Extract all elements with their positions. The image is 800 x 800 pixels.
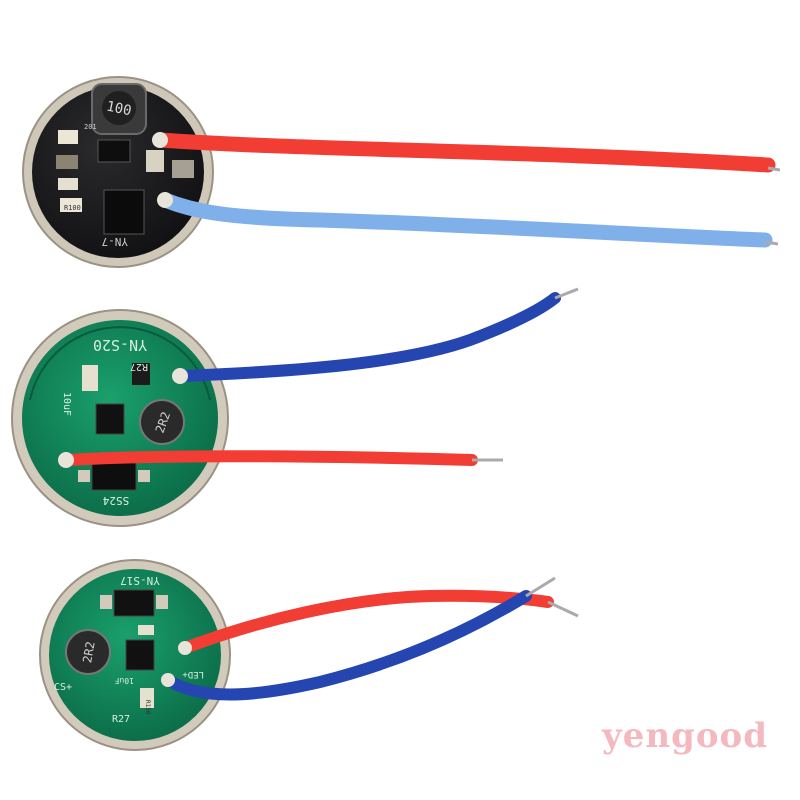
component-label: LED+ (182, 669, 204, 679)
component-label: R150 (144, 700, 151, 715)
solder-joint (58, 452, 74, 468)
board-model-label: YN-S17 (120, 574, 160, 587)
solder-pad (100, 595, 112, 609)
wire-tip (525, 576, 556, 598)
red-wire (62, 450, 478, 466)
board-model-label: YN-7 (102, 235, 129, 248)
diode (113, 589, 155, 617)
ic-chip (125, 639, 155, 671)
component-label: 10uF (115, 676, 134, 685)
pcb-trace (29, 326, 211, 401)
component-label: CS+ (54, 682, 72, 693)
smd-component (82, 365, 98, 391)
component-label: R27 (112, 714, 130, 725)
inductor (139, 399, 185, 445)
solder-pad (138, 470, 150, 482)
solder-joint (157, 192, 173, 208)
red-wire (152, 132, 776, 173)
component-label: 10uF (61, 392, 72, 416)
pcb-disc (32, 86, 204, 258)
driver-board-2: YN-S20 2R2 10uF R27 SS24 (11, 287, 579, 527)
wire-tip (764, 240, 779, 246)
smd-component (132, 363, 150, 385)
component-label: 201 (84, 123, 97, 131)
component-label: R27 (130, 361, 148, 372)
smd-component (58, 178, 78, 190)
smd-component (140, 688, 154, 708)
wire-tip (554, 287, 579, 300)
dark-blue-wire (162, 590, 532, 701)
ic-chip (97, 139, 131, 163)
component-label: SS24 (102, 494, 129, 507)
driver-board-1: 100 R100 201 YN-7 (22, 76, 781, 268)
diode (91, 459, 137, 491)
solder-joint (152, 132, 168, 148)
dark-blue-wire (177, 292, 561, 382)
solder-pad (156, 595, 168, 609)
inductor (65, 629, 111, 675)
inductor-label: 2R2 (80, 640, 98, 664)
smd-component (58, 130, 78, 144)
light-blue-wire (157, 192, 773, 248)
red-wire (179, 589, 554, 654)
wire-tip (767, 166, 781, 172)
smd-component (146, 150, 164, 172)
board-model-label: YN-S20 (93, 336, 147, 354)
smd-component (60, 198, 82, 212)
ic-chip (103, 189, 145, 235)
smd-component (56, 155, 78, 169)
component-label: R100 (64, 204, 81, 212)
solder-joint (172, 368, 188, 384)
watermark-logo: yengood (601, 716, 768, 756)
smd-component (138, 625, 154, 635)
driver-board-3: YN-S17 2R2 10uF R27 R150 CS+ LED+ (39, 559, 579, 751)
wire-tip (547, 600, 579, 618)
solder-pad (78, 470, 90, 482)
solder-joint (178, 641, 192, 655)
inductor-core (102, 91, 136, 125)
inductor-label: 100 (105, 99, 133, 120)
inductor-label: 2R2 (153, 410, 174, 435)
ic-chip (95, 403, 125, 435)
smd-component (172, 160, 194, 178)
solder-joint (161, 673, 175, 687)
